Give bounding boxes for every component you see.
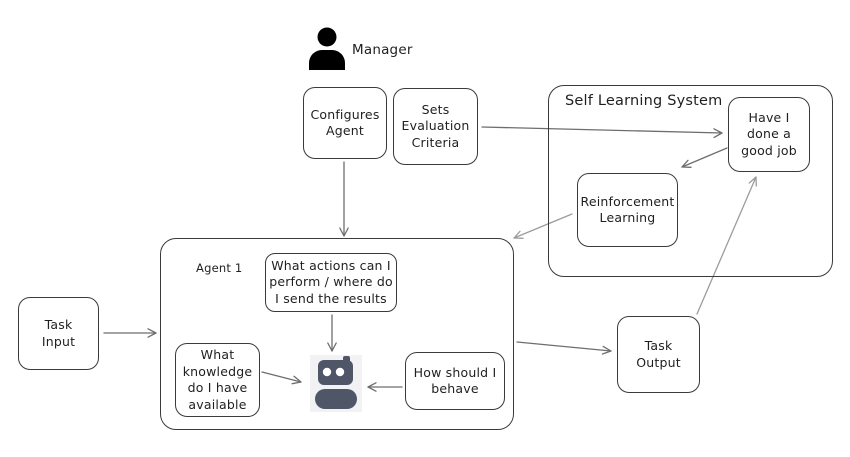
reinforcement-learning-node: Reinforcement Learning xyxy=(577,173,678,247)
task-input-node: Task Input xyxy=(18,297,99,370)
arrow-agent1-to-task-output xyxy=(516,341,612,355)
arrow-task-input-to-agent1 xyxy=(103,328,157,338)
manager-label: Manager xyxy=(352,42,413,58)
agent1-label: Agent 1 xyxy=(196,261,243,275)
what-knowledge-node: What knowledge do I have available xyxy=(175,343,260,417)
sets-evaluation-criteria-node: Sets Evaluation Criteria xyxy=(393,88,478,165)
self-learning-system-label: Self Learning System xyxy=(565,93,723,109)
task-output-node: Task Output xyxy=(617,316,700,393)
have-i-done-a-good-job-node: Have I done a good job xyxy=(728,97,810,172)
agent1-container xyxy=(160,238,514,430)
robot-icon xyxy=(310,355,362,412)
self-learning-system-container xyxy=(548,85,833,277)
robot-icon-svg xyxy=(315,356,357,409)
what-actions-node: What actions can I perform / where do I … xyxy=(265,253,397,312)
person-silhouette-icon xyxy=(309,27,345,70)
configures-agent-node: Configures Agent xyxy=(303,87,387,159)
how-should-i-behave-node: How should I behave xyxy=(405,352,505,410)
arrow-configures-agent-to-agent1 xyxy=(339,161,349,237)
